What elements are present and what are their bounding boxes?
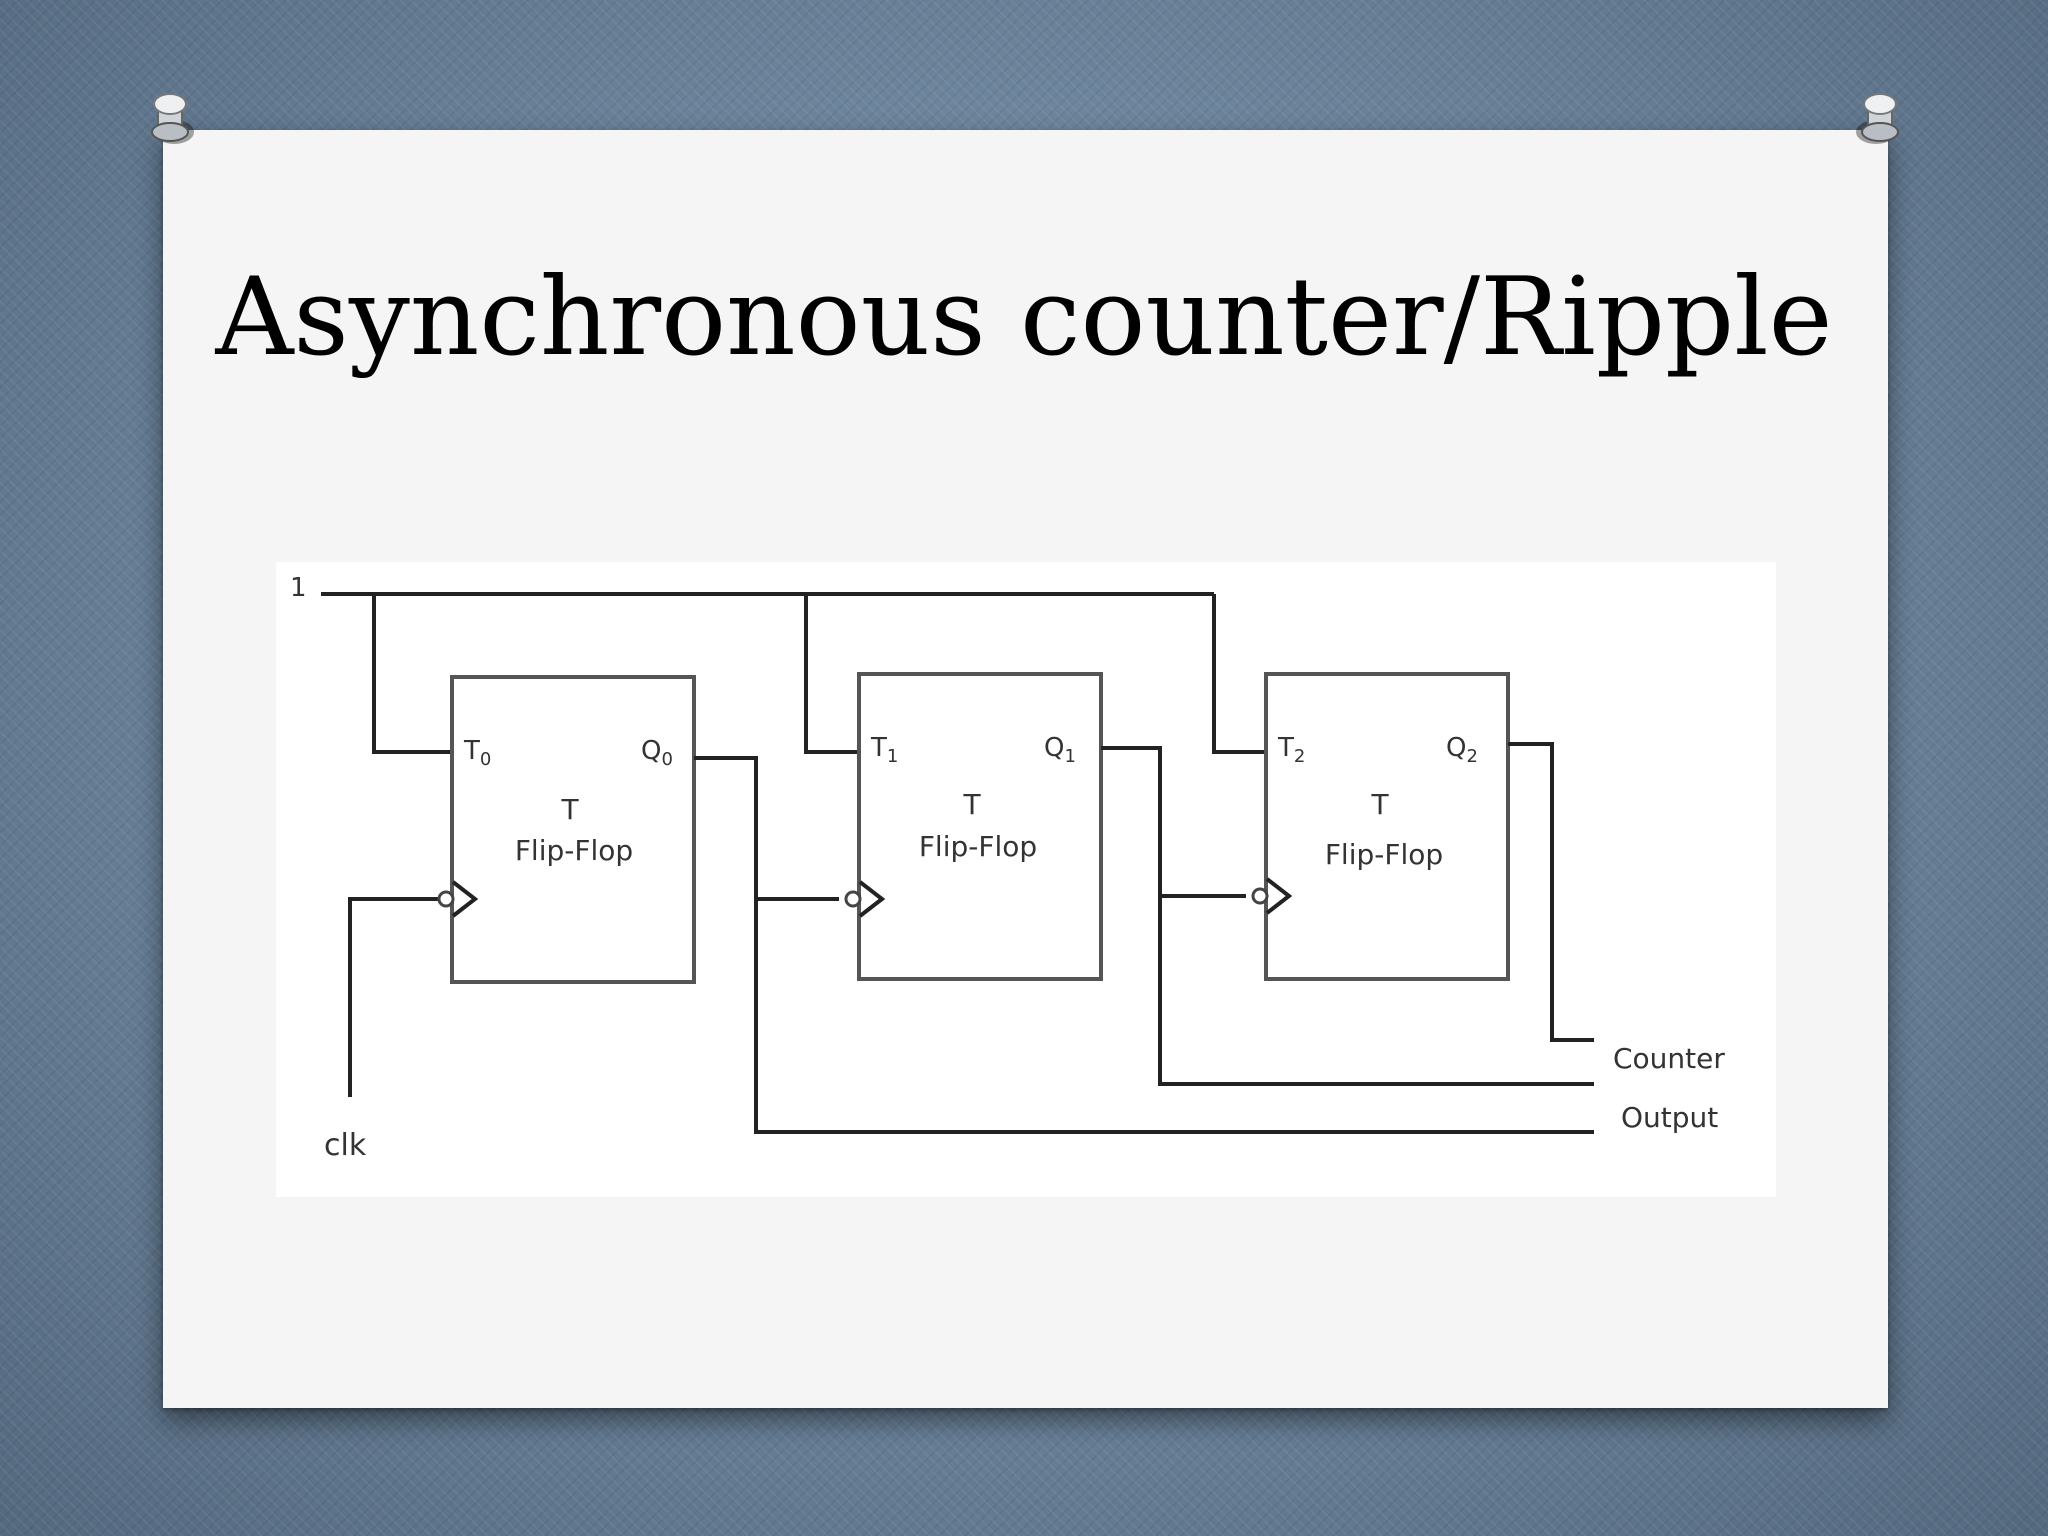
clock-triangle-icon [1265,877,1293,915]
q0-label: Q0 [641,736,673,770]
clock-bubble-icon [844,890,862,908]
q1-label: Q1 [1044,733,1076,767]
flip-flop-name-label: Flip-Flop [919,830,1037,863]
q2-output-wire [1508,742,1594,1042]
push-pin-icon [151,93,194,144]
circuit-diagram: 1 clk T0 Q0 T Flip-Flop T1 Q1 T Flip-Flo… [276,562,1776,1197]
input-one-label: 1 [290,573,307,603]
push-pin-icon [1856,93,1899,144]
flip-flop-type-label: T [560,793,579,826]
circuit-diagram-svg: 1 clk T0 Q0 T Flip-Flop T1 Q1 T Flip-Flo… [290,573,1725,1163]
flip-flop-1: T1 Q1 T Flip-Flop [844,672,1103,981]
output-label: Output [1621,1101,1718,1134]
flip-flop-0: T0 Q0 T Flip-Flop [437,675,696,984]
flip-flop-type-label: T [962,788,981,821]
slide-title: Asynchronous counter/Ripple [215,255,1833,380]
t1-label: T1 [870,733,898,767]
t2-input-wire [1212,594,1266,754]
clock-bubble-icon [1251,887,1269,905]
q2-label: Q2 [1446,733,1478,767]
q1-to-clk2-wire [1101,746,1246,898]
flip-flop-name-label: Flip-Flop [515,834,633,867]
clock-triangle-icon [858,880,886,918]
t0-label: T0 [463,736,491,770]
clock-bubble-icon [437,890,455,908]
t2-label: T2 [1277,733,1305,767]
counter-label: Counter [1613,1042,1725,1075]
flip-flop-name-label: Flip-Flop [1325,838,1443,871]
clock-label: clk [324,1128,367,1163]
clock-wire [348,897,441,1097]
q0-to-clk1-wire [694,756,839,901]
flip-flop-type-label: T [1370,788,1389,821]
q1-output-wire [1158,896,1594,1086]
flip-flop-2: T2 Q2 T Flip-Flop [1251,672,1510,981]
clock-triangle-icon [451,880,479,918]
t0-input-wire [372,594,452,754]
q0-output-wire [754,899,1594,1134]
t1-input-wire [804,594,859,754]
